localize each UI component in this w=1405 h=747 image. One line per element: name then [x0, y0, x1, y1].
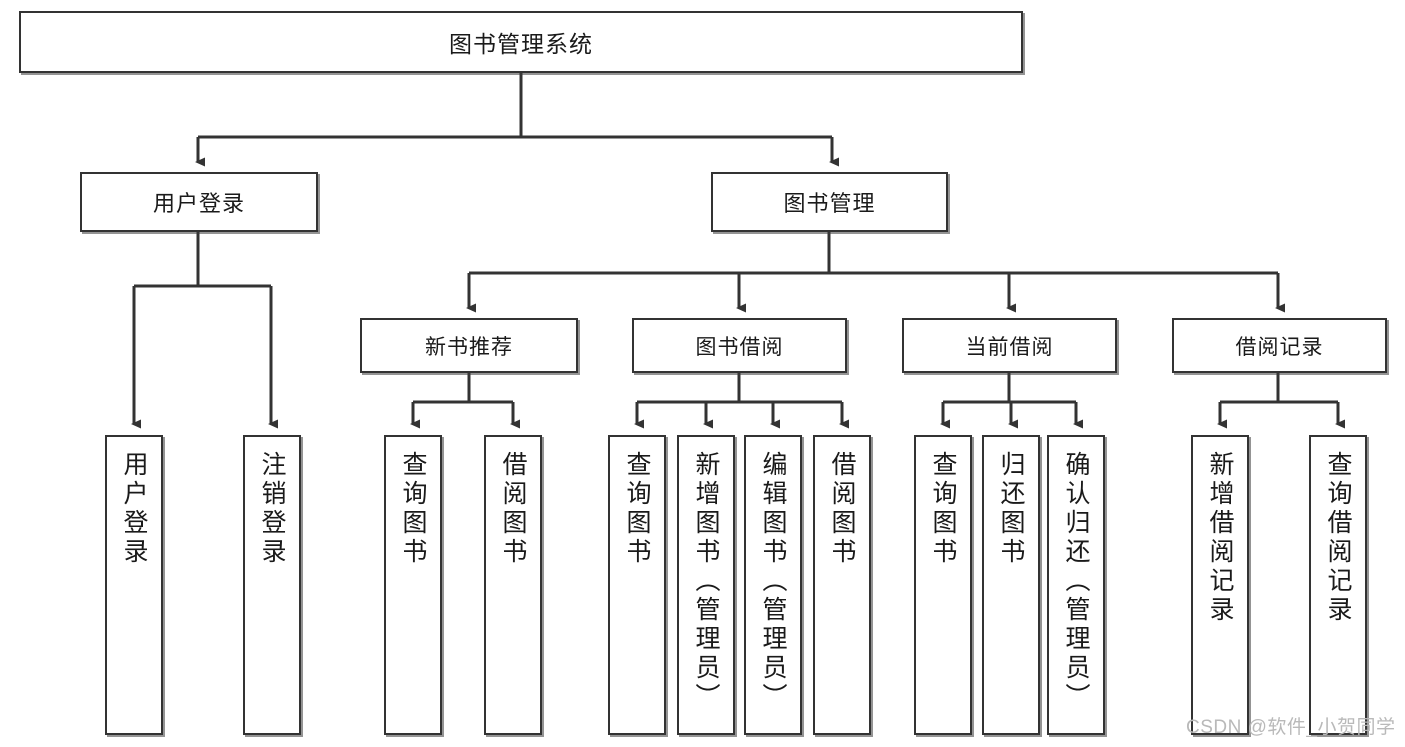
node-label: 图书管理 — [783, 191, 876, 216]
node-label: 查询图书 — [399, 451, 427, 567]
leaf-user-login[interactable]: 用户登录 — [105, 435, 163, 735]
node-label: 查询图书 — [929, 451, 957, 567]
leaf-borrow-book-recommend[interactable]: 借阅图书 — [484, 435, 542, 735]
node-label: 图书借阅 — [695, 335, 784, 359]
leaf-add-borrow-record[interactable]: 新增借阅记录 — [1191, 435, 1249, 735]
node-label: 借阅记录 — [1235, 335, 1324, 359]
leaf-logout-login[interactable]: 注销登录 — [243, 435, 301, 735]
node-label: 查询图书 — [623, 451, 651, 567]
node-book-management[interactable]: 图书管理 — [711, 172, 948, 232]
node-label: 图书管理系统 — [449, 31, 593, 57]
watermark: CSDN @软件_小贺同学 — [1186, 717, 1396, 738]
node-label: 归还图书 — [997, 451, 1025, 567]
node-label: 新书推荐 — [425, 335, 513, 359]
leaf-edit-book-admin[interactable]: 编辑图书（管理员） — [744, 435, 802, 735]
leaf-query-book-current[interactable]: 查询图书 — [914, 435, 972, 735]
node-label: 当前借阅 — [965, 335, 1054, 359]
node-current-borrow[interactable]: 当前借阅 — [902, 318, 1117, 373]
node-user-login[interactable]: 用户登录 — [80, 172, 318, 232]
node-label: 用户登录 — [152, 191, 245, 216]
node-label: 用户登录 — [120, 451, 148, 567]
node-book-borrow[interactable]: 图书借阅 — [632, 318, 847, 373]
leaf-query-book-borrow[interactable]: 查询图书 — [608, 435, 666, 735]
node-label: 编辑图书（管理员） — [759, 451, 787, 712]
node-root-book-management-system[interactable]: 图书管理系统 — [19, 11, 1023, 73]
node-label: 借阅图书 — [828, 451, 856, 567]
node-label: 确认归还（管理员） — [1062, 451, 1090, 712]
node-label: 新增图书（管理员） — [692, 451, 720, 712]
leaf-confirm-return-admin[interactable]: 确认归还（管理员） — [1047, 435, 1105, 735]
leaf-add-book-admin[interactable]: 新增图书（管理员） — [677, 435, 735, 735]
node-label: 借阅图书 — [499, 451, 527, 567]
node-label: 查询借阅记录 — [1324, 451, 1352, 625]
node-label: 新增借阅记录 — [1206, 451, 1234, 625]
leaf-query-borrow-record[interactable]: 查询借阅记录 — [1309, 435, 1367, 735]
node-new-book-recommend[interactable]: 新书推荐 — [360, 318, 578, 373]
node-label: 注销登录 — [258, 451, 286, 567]
leaf-return-book[interactable]: 归还图书 — [982, 435, 1040, 735]
leaf-query-book-recommend[interactable]: 查询图书 — [384, 435, 442, 735]
leaf-borrow-book[interactable]: 借阅图书 — [813, 435, 871, 735]
node-borrow-record[interactable]: 借阅记录 — [1172, 318, 1387, 373]
